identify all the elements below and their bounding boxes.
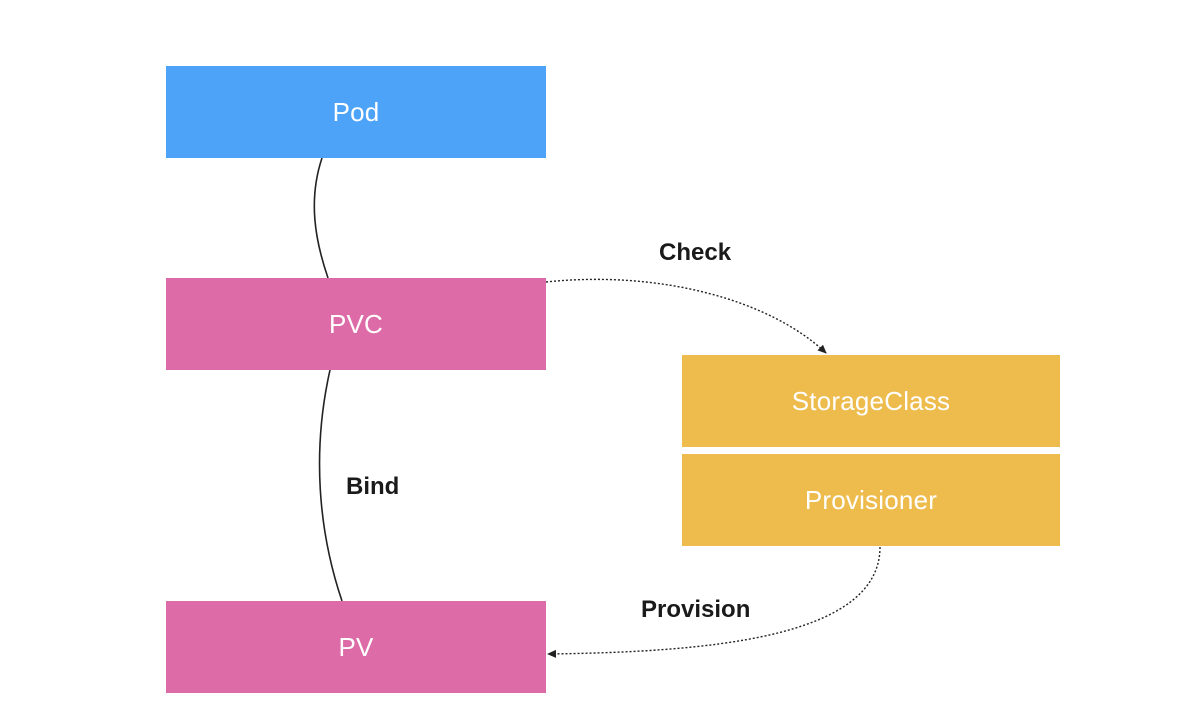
pv-node-label: PV	[338, 631, 374, 662]
pod-pvc-connector	[313, 157, 329, 279]
pvc-node-label: PVC	[328, 308, 384, 339]
pod-node-label: Pod	[332, 96, 380, 127]
bind-connector	[318, 369, 343, 602]
check-edge-label: Check	[659, 239, 732, 266]
storageclass-node-label: StorageClass	[791, 385, 951, 416]
storageclass-node: StorageClass	[682, 355, 1060, 447]
pod-node: Pod	[166, 66, 546, 158]
provisioner-node: Provisioner	[682, 454, 1060, 546]
provision-edge-label: Provision	[641, 596, 751, 623]
bind-edge-label: Bind	[346, 473, 400, 500]
pv-node: PV	[166, 601, 546, 693]
pvc-node: PVC	[166, 278, 546, 370]
check-arrow	[545, 278, 827, 354]
provisioner-node-label: Provisioner	[804, 484, 938, 515]
